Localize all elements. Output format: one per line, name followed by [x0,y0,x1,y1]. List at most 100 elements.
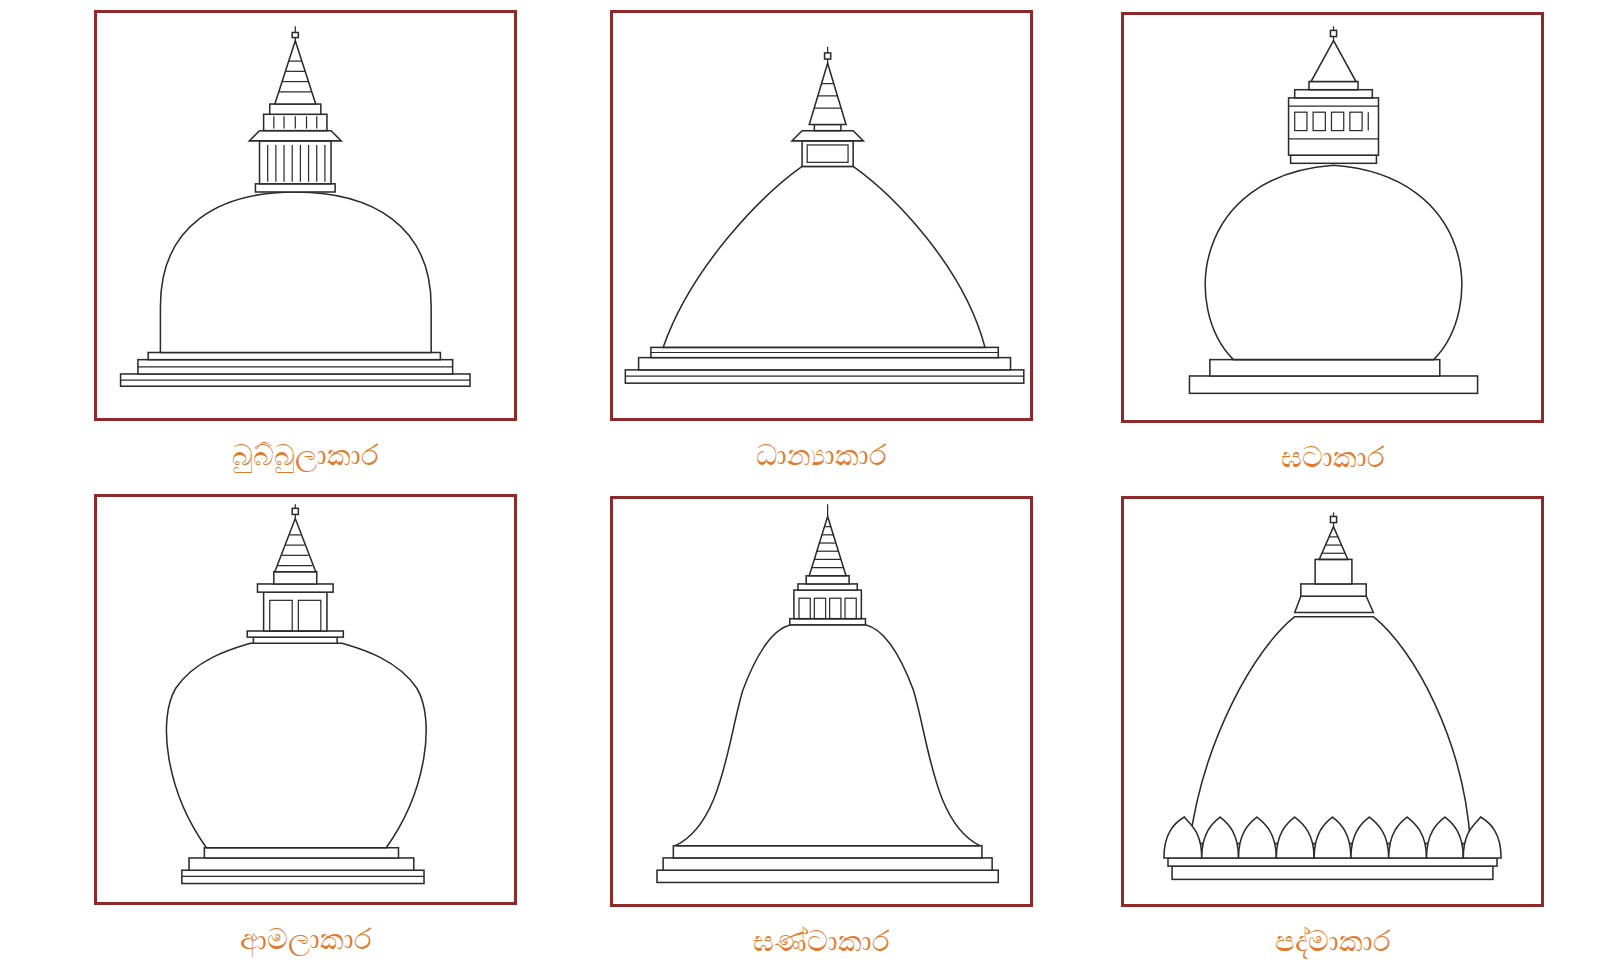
stupa-dome [1205,165,1462,359]
stupa-line [289,61,302,62]
stupa-line [148,353,440,360]
stupa-frame: ඝණ්ටාකාර [610,496,1033,907]
stupa-spire [247,504,343,643]
stupa-line [1164,817,1202,858]
stupa-line [663,858,992,870]
stupa-line [306,116,307,128]
stupa-base [625,347,1023,383]
stupa-line [812,567,844,568]
stupa-line [1330,30,1336,36]
stupa-line [1368,112,1369,130]
stupa-line [1350,112,1362,130]
shape-label: ආමලාකාර [240,922,372,957]
stupa-spire [792,47,864,167]
stupa-line [270,600,292,631]
stupa-line [295,116,296,128]
stupa-line [1351,817,1389,858]
stupa-line [822,534,833,535]
stupa-line [651,352,998,353]
stupa-line [1189,376,1477,393]
stupa-line [182,870,424,883]
stupa-dome [1189,617,1470,844]
stupa-line [1313,112,1325,130]
stupa-line [298,600,320,631]
stupa-line [1315,559,1352,584]
stupa-line [308,145,309,182]
stupa-line [257,584,333,592]
stupa-line [1276,817,1314,858]
stupa-line [316,116,317,128]
stupa-line [798,584,857,590]
stupa-line [814,125,841,131]
stupa-line [625,370,1023,383]
stupa-line [1329,536,1338,537]
stupa-base [121,353,470,387]
stupa-line [1301,584,1366,596]
stupa-line [814,598,825,618]
stupa-line [1330,516,1336,522]
stupa-line [290,534,301,535]
stupa-line [264,114,327,130]
stupa-line [292,145,293,182]
stupa-base [1189,360,1477,394]
stupa-line [282,555,309,556]
stupa-line [673,846,982,858]
stupa-line [292,32,298,37]
stupa-base [182,848,424,884]
stupa-line [138,366,453,367]
stupa-dome [663,166,985,347]
stupa-line [274,572,317,584]
stupa-line [817,551,839,552]
stupa-line [825,53,831,59]
stupa-line [1291,155,1377,163]
stupa-line [1463,817,1501,858]
stupa-line [189,858,414,870]
stupa-line [657,870,998,882]
stupa-line [1289,138,1379,139]
stupa-line [625,375,1023,376]
shape-label: ධාන්‍යාකාර [756,438,887,473]
stupa-dome [675,625,979,846]
stupa-spire [1295,512,1374,612]
stupa-line [799,598,810,618]
stupa-line [824,526,830,527]
stupa-dome [166,643,426,847]
stupa-line [1311,41,1356,82]
stupa-line [1331,112,1343,130]
stupa-spire [249,26,341,192]
stupa-line [282,81,308,82]
stupa-line [1325,544,1341,545]
stupa-line [1289,105,1379,106]
stupa-illustration [610,10,1033,421]
stupa-line [275,41,316,104]
stupa-line [819,542,836,543]
stupa-line [802,141,853,167]
stupa-line [275,519,316,572]
stupa-line [247,631,343,637]
stupa-line [1314,817,1351,858]
stupa-line [273,116,274,128]
stupa-line [792,131,864,141]
stupa-line [255,184,335,192]
stupa-line [809,516,846,575]
stupa-line [794,590,861,619]
stupa-line [1210,360,1440,376]
stupa-frame: බුබ්බුලාකාර [94,10,517,421]
stupa-line [1389,817,1427,858]
stupa-line [138,360,453,374]
shape-label: බුබ්බුලාකාර [232,438,379,473]
stupa-line [260,141,332,184]
stupa-line [814,108,841,109]
stupa-frame: පද්මාකාර [1121,496,1544,907]
stupa-line [121,379,470,380]
stupa-line [1172,866,1493,879]
stupa-line [1427,817,1464,858]
stupa-line [300,145,301,182]
stupa-line [292,508,298,514]
stupa-line [1295,596,1374,612]
stupa-illustration [610,496,1033,907]
stupa-line [651,347,998,357]
stupa-line [182,876,424,877]
stupa-line [270,104,321,114]
stupa-line [827,504,828,516]
